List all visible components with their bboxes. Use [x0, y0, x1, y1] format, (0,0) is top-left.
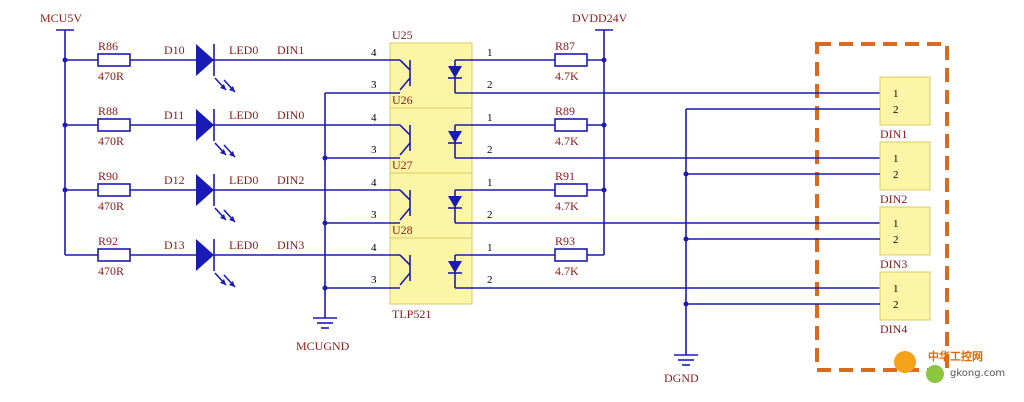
svg-text:2: 2: [487, 144, 493, 156]
resistor-r87: [554, 53, 588, 67]
resistor-r86-value: 470R: [98, 69, 124, 83]
watermark-logo: 中华工控网 gkong.com: [894, 349, 1005, 383]
din3-net-label: DIN3: [277, 238, 304, 252]
resistor-r90-ref: R90: [98, 169, 118, 183]
resistor-r89-value: 4.7K: [555, 134, 579, 148]
resistor-r92-ref: R92: [98, 234, 118, 248]
diode-d11-ref: D11: [164, 108, 184, 122]
svg-text:1: 1: [487, 242, 493, 254]
mcugnd-ground-symbol: MCUGND: [296, 317, 350, 353]
svg-text:1: 1: [893, 153, 899, 165]
svg-text:1: 1: [487, 112, 493, 124]
dvdd24v-label: DVDD24V: [572, 11, 628, 25]
din0-net-label: DIN0: [277, 108, 304, 122]
resistor-r93: [554, 248, 588, 262]
optocoupler-u25: [389, 42, 473, 110]
resistor-r92: [97, 248, 131, 262]
dgnd-ground-symbol: DGND: [664, 354, 699, 385]
led-d11-triangle: [196, 109, 214, 141]
watermark-brand: 中华工控网: [928, 349, 983, 363]
din2-net-label: DIN2: [277, 173, 304, 187]
diode-d10-ref: D10: [164, 43, 185, 57]
connector-din1-label: DIN1: [880, 127, 907, 141]
channel-row-2: R88 470R D11 LED0 DIN0 4 3 U26 1 2 R89 4…: [62, 93, 931, 206]
connector-din3: [879, 206, 931, 256]
svg-text:4: 4: [371, 242, 377, 254]
diode-d12-ref: D12: [164, 173, 185, 187]
resistor-r92-value: 470R: [98, 264, 124, 278]
led-d10-triangle: [196, 44, 214, 76]
mcu5v-label: MCU5V: [40, 11, 82, 25]
mcugnd-label: MCUGND: [296, 339, 350, 353]
svg-text:2: 2: [893, 299, 899, 311]
svg-text:3: 3: [371, 209, 377, 221]
connector-din3-label: DIN3: [880, 257, 907, 271]
channel-row-3: R90 470R D12 LED0 DIN2 4 3 U27 1 2 R91 4…: [62, 158, 931, 271]
watermark-url: gkong.com: [950, 368, 1005, 379]
optocoupler-u25-ref: U25: [392, 28, 413, 42]
led-d12-triangle: [196, 174, 214, 206]
resistor-r88: [97, 118, 131, 132]
svg-text:1: 1: [893, 218, 899, 230]
led-d12-net: LED0: [229, 173, 258, 187]
led-d13-net: LED0: [229, 238, 258, 252]
optocoupler-u28-ref: U28: [392, 223, 413, 237]
svg-text:1: 1: [893, 88, 899, 100]
svg-text:4: 4: [371, 47, 377, 59]
svg-text:3: 3: [371, 274, 377, 286]
svg-text:2: 2: [487, 79, 493, 91]
resistor-r91-ref: R91: [555, 169, 575, 183]
channel-row-4: R92 470R D13 LED0 DIN3 4 3 U28 1 2 R93 4…: [65, 223, 931, 336]
optocoupler-u27: [389, 172, 473, 240]
resistor-r91: [554, 183, 588, 197]
resistor-r91-value: 4.7K: [555, 199, 579, 213]
resistor-r86: [97, 53, 131, 67]
connector-din4-label: DIN4: [880, 322, 907, 336]
resistor-r89-ref: R89: [555, 104, 575, 118]
resistor-r93-ref: R93: [555, 234, 575, 248]
optocoupler-u28: [389, 237, 473, 305]
connector-din2: [879, 141, 931, 191]
optocoupler-u26: [389, 107, 473, 175]
resistor-r87-ref: R87: [555, 39, 575, 53]
optocoupler-u26-ref: U26: [392, 93, 413, 107]
dvdd24v-power-symbol: DVDD24V: [572, 11, 628, 255]
optocoupler-part-number: TLP521: [392, 307, 431, 321]
resistor-r90: [97, 183, 131, 197]
svg-text:3: 3: [371, 144, 377, 156]
svg-text:2: 2: [893, 104, 899, 116]
resistor-r88-value: 470R: [98, 134, 124, 148]
resistor-r89: [554, 118, 588, 132]
channel-row-1: R86 470R D10 LED0 DIN1 4 3 U25 1 2 R87 4…: [62, 28, 931, 141]
svg-text:1: 1: [487, 177, 493, 189]
resistor-r87-value: 4.7K: [555, 69, 579, 83]
svg-text:1: 1: [893, 283, 899, 295]
led-d10-net: LED0: [229, 43, 258, 57]
svg-text:2: 2: [893, 169, 899, 181]
mcu5v-power-symbol: MCU5V: [40, 11, 82, 255]
svg-text:2: 2: [893, 234, 899, 246]
connector-din4: [879, 271, 931, 321]
resistor-r90-value: 470R: [98, 199, 124, 213]
connector-din1: [879, 76, 931, 126]
svg-text:2: 2: [487, 274, 493, 286]
svg-text:2: 2: [487, 209, 493, 221]
led-d13-triangle: [196, 239, 214, 271]
svg-text:4: 4: [371, 112, 377, 124]
din1-net-label: DIN1: [277, 43, 304, 57]
highlight-dashed-box: [815, 42, 949, 372]
resistor-r86-ref: R86: [98, 39, 118, 53]
svg-text:4: 4: [371, 177, 377, 189]
resistor-r93-value: 4.7K: [555, 264, 579, 278]
optocoupler-u27-ref: U27: [392, 158, 413, 172]
connector-din2-label: DIN2: [880, 192, 907, 206]
svg-text:3: 3: [371, 79, 377, 91]
dgnd-label: DGND: [664, 371, 699, 385]
led-d11-net: LED0: [229, 108, 258, 122]
svg-text:1: 1: [487, 47, 493, 59]
diode-d13-ref: D13: [164, 238, 185, 252]
resistor-r88-ref: R88: [98, 104, 118, 118]
